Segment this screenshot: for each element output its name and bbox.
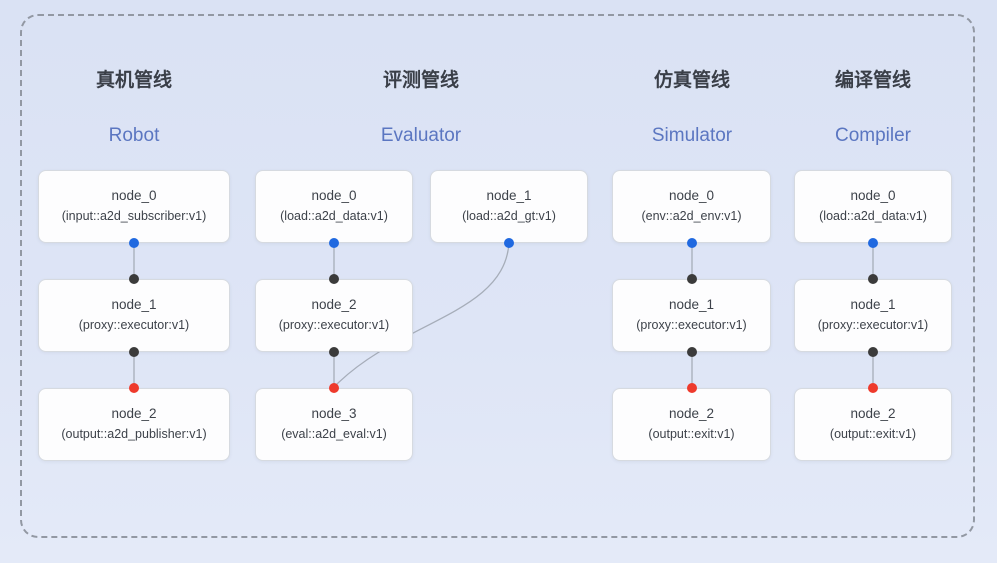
- node-sublabel: (load::a2d_data:v1): [819, 209, 927, 224]
- port-dot-internal: [868, 274, 878, 284]
- port-dot-input: [129, 238, 139, 248]
- port-dot-input: [329, 238, 339, 248]
- node-sublabel: (output::a2d_publisher:v1): [61, 427, 207, 442]
- node-label: node_2: [111, 406, 157, 422]
- node-label: node_1: [668, 297, 715, 313]
- port-dot-input: [686, 238, 697, 248]
- node-box-simulator-node_1: node_1(proxy::executor:v1): [612, 279, 771, 352]
- node-label: node_1: [111, 297, 157, 313]
- node-label: node_3: [311, 406, 357, 422]
- pipeline-title-zh-compiler: 编译管线: [834, 70, 912, 91]
- port-dot-internal: [686, 274, 697, 284]
- pipeline-title-en-compiler: Compiler: [834, 125, 912, 146]
- pipeline-title-zh-simulator: 仿真管线: [653, 70, 731, 91]
- port-dot-output: [868, 383, 878, 393]
- node-sublabel: (env::a2d_env:v1): [641, 209, 742, 224]
- port-dot-internal: [129, 274, 139, 284]
- node-label: node_1: [486, 188, 532, 204]
- node-label: node_1: [850, 297, 896, 313]
- port-dot-output: [686, 383, 697, 393]
- port-dot-input: [504, 238, 514, 248]
- port-dot-output: [329, 383, 339, 393]
- node-box-robot-node_1: node_1(proxy::executor:v1): [38, 279, 230, 352]
- node-sublabel: (load::a2d_data:v1): [280, 209, 388, 224]
- port-dot-input: [868, 238, 878, 248]
- node-sublabel: (output::exit:v1): [829, 427, 917, 442]
- port-dot-internal: [129, 347, 139, 357]
- node-box-compiler-node_2: node_2(output::exit:v1): [794, 388, 952, 461]
- node-sublabel: (load::a2d_gt:v1): [462, 209, 556, 224]
- node-box-evaluator-node_0: node_0(load::a2d_data:v1): [255, 170, 413, 243]
- node-box-simulator-node_0: node_0(env::a2d_env:v1): [612, 170, 771, 243]
- node-box-robot-node_2: node_2(output::a2d_publisher:v1): [38, 388, 230, 461]
- node-box-compiler-node_1: node_1(proxy::executor:v1): [794, 279, 952, 352]
- node-label: node_0: [850, 188, 896, 204]
- pipeline-title-en-simulator: Simulator: [651, 125, 733, 146]
- node-sublabel: (proxy::executor:v1): [817, 318, 929, 333]
- pipeline-title-zh-robot: 真机管线: [95, 70, 173, 91]
- node-sublabel: (output::exit:v1): [648, 427, 735, 442]
- node-box-compiler-node_0: node_0(load::a2d_data:v1): [794, 170, 952, 243]
- node-box-robot-node_0: node_0(input::a2d_subscriber:v1): [38, 170, 230, 243]
- pipeline-title-en-evaluator: Evaluator: [380, 125, 462, 146]
- node-box-evaluator-node_2: node_2(proxy::executor:v1): [255, 279, 413, 352]
- dashed-frame: [20, 14, 975, 538]
- port-dot-output: [129, 383, 139, 393]
- node-label: node_0: [111, 188, 157, 204]
- node-label: node_0: [668, 188, 715, 204]
- port-dot-internal: [329, 347, 339, 357]
- node-sublabel: (input::a2d_subscriber:v1): [61, 209, 207, 224]
- node-sublabel: (proxy::executor:v1): [636, 318, 747, 333]
- node-sublabel: (proxy::executor:v1): [278, 318, 390, 333]
- node-label: node_0: [311, 188, 357, 204]
- port-dot-internal: [329, 274, 339, 284]
- node-label: node_2: [668, 406, 715, 422]
- node-label: node_2: [311, 297, 357, 313]
- node-box-evaluator-node_1: node_1(load::a2d_gt:v1): [430, 170, 588, 243]
- node-sublabel: (eval::a2d_eval:v1): [281, 427, 387, 442]
- node-box-evaluator-node_3: node_3(eval::a2d_eval:v1): [255, 388, 413, 461]
- node-sublabel: (proxy::executor:v1): [78, 318, 190, 333]
- pipeline-title-en-robot: Robot: [108, 125, 160, 146]
- node-label: node_2: [850, 406, 896, 422]
- pipeline-title-zh-evaluator: 评测管线: [382, 70, 460, 91]
- port-dot-internal: [686, 347, 697, 357]
- port-dot-internal: [868, 347, 878, 357]
- node-box-simulator-node_2: node_2(output::exit:v1): [612, 388, 771, 461]
